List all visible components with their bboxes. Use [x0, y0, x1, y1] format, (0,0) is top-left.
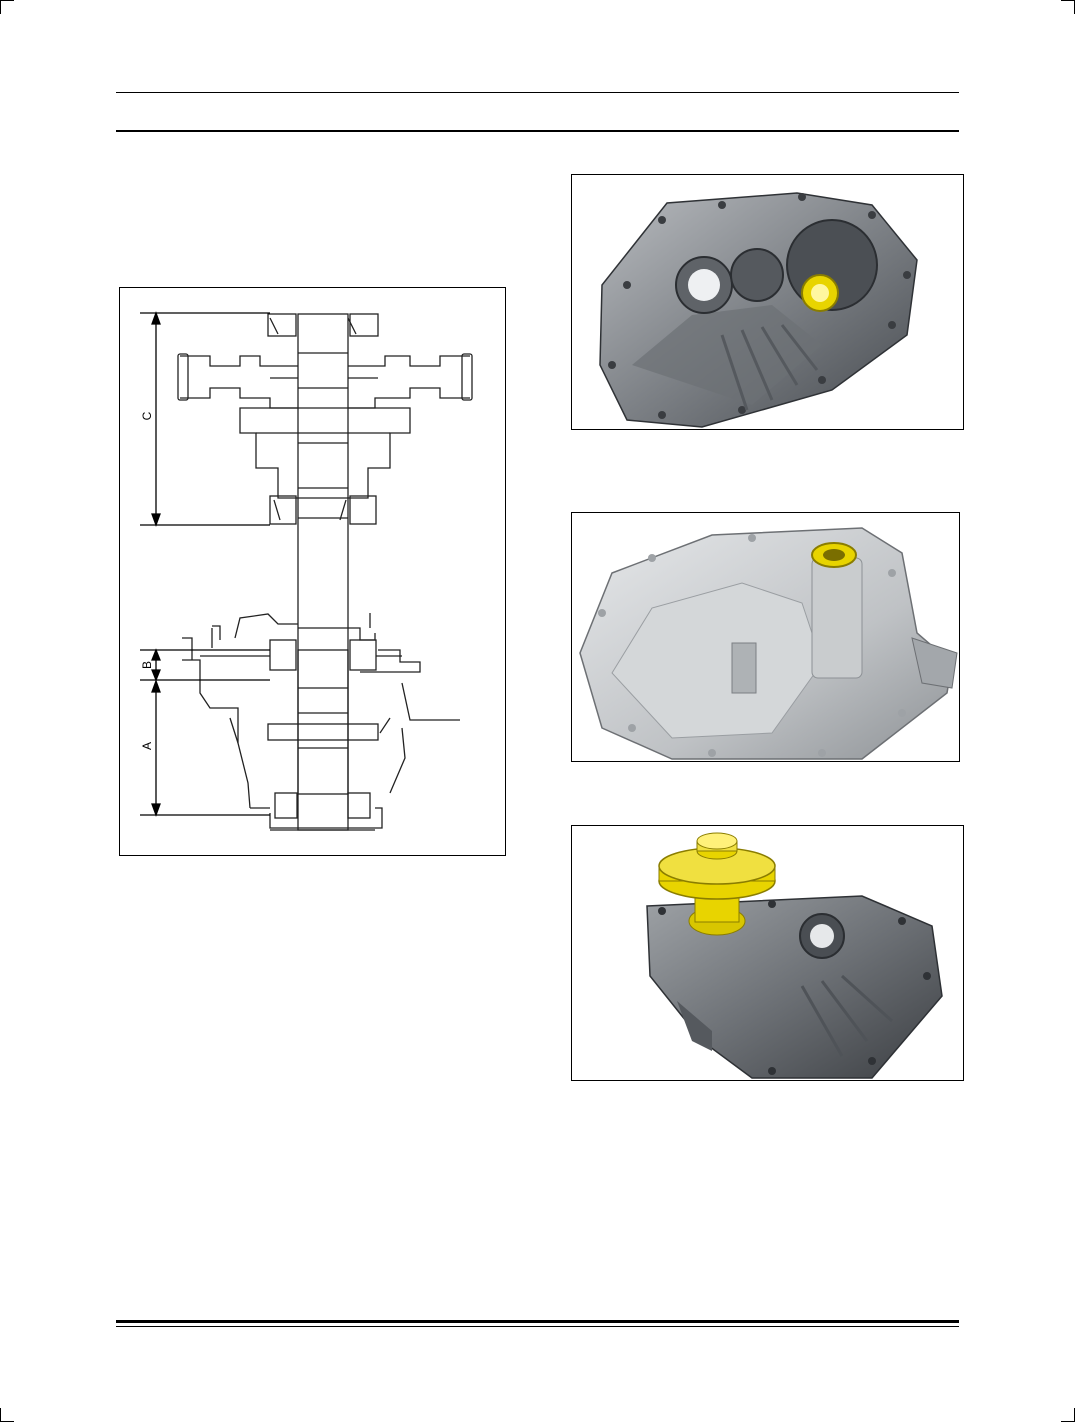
differential-assembly-drawing [177, 313, 473, 795]
clutch-housing-photo [571, 512, 960, 762]
transmission-case-top-photo [571, 174, 964, 430]
case-section-drawing [182, 613, 460, 831]
dimension-label-c: C [140, 411, 154, 420]
header-rule-top [116, 92, 959, 93]
header-rule-bottom [116, 130, 959, 132]
footer-rule-thin [116, 1326, 959, 1327]
crop-mark-bottom-right [1061, 1408, 1075, 1422]
dimension-label-b: B [140, 661, 154, 669]
differential-dimension-diagram: C [119, 287, 506, 856]
dimension-a-b [140, 648, 270, 817]
crop-mark-bottom-left [0, 1408, 14, 1422]
crop-mark-top-left [0, 0, 14, 14]
dimension-c [140, 311, 270, 527]
dimension-label-a: A [140, 742, 154, 750]
differential-install-photo [571, 825, 964, 1081]
differential-gear-highlight [658, 832, 776, 936]
footer-rule-thick [116, 1320, 959, 1323]
crop-mark-top-right [1061, 0, 1075, 14]
